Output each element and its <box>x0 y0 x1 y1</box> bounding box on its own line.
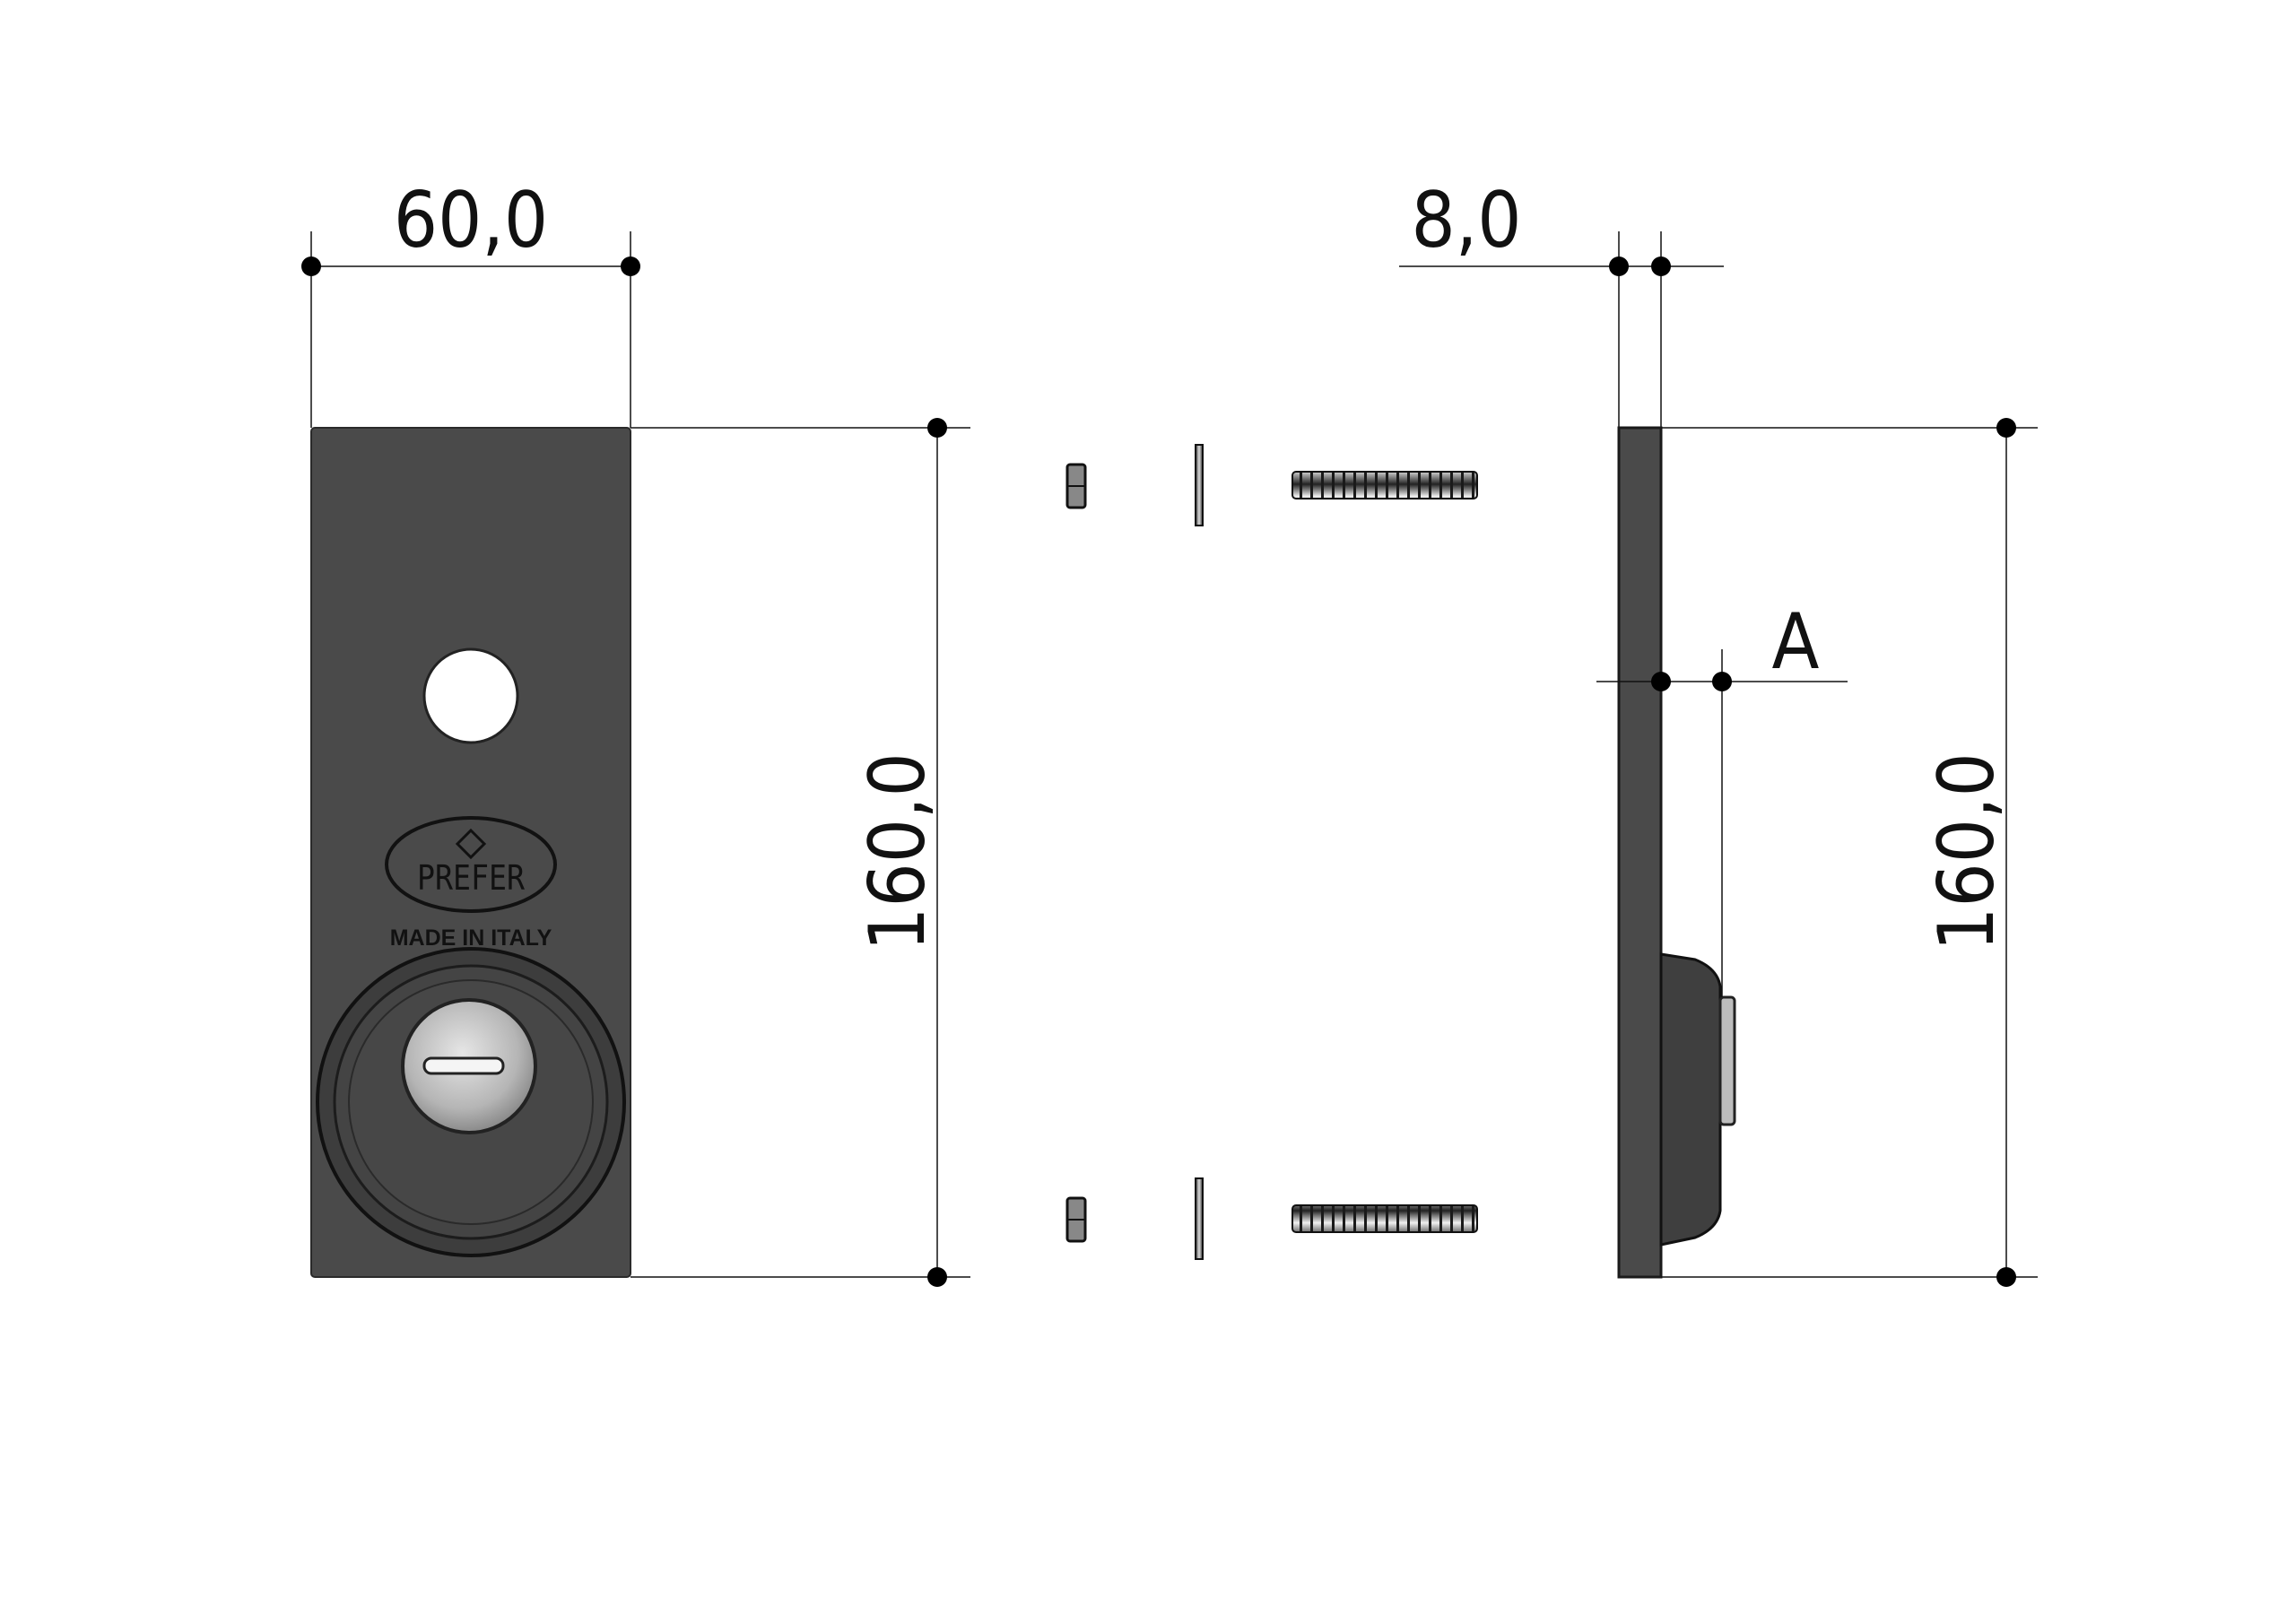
threaded-rod <box>1292 471 1478 500</box>
cylinder-projection <box>1718 995 1736 1126</box>
dimension-dot <box>1996 1267 2016 1287</box>
thickness-dimension-label: 8,0 <box>1412 176 1522 265</box>
screw-hole <box>422 647 519 744</box>
mounting-hardware-top <box>1065 444 1478 526</box>
dimension-dot <box>1651 256 1671 276</box>
cylinder-rosette <box>316 947 626 1257</box>
dimension-dot <box>301 256 321 276</box>
height-dimension-label: 160,0 <box>853 752 943 951</box>
dimension-dot <box>927 1267 947 1287</box>
front-view: 60,0 PREFER MADE IN ITALY 160,0 <box>301 176 970 1287</box>
mounting-hardware-bottom <box>1065 1177 1478 1260</box>
width-dimension-label: 60,0 <box>394 176 548 265</box>
plate-profile <box>1617 426 1663 1279</box>
keyhole-slot <box>422 1056 505 1075</box>
threaded-rod <box>1292 1204 1478 1233</box>
washer <box>1195 1177 1204 1260</box>
brand-logo-text: PREFER <box>417 858 525 898</box>
brand-logo: PREFER <box>385 816 557 913</box>
dimension-dot <box>1712 672 1732 691</box>
made-in-italy-marking: MADE IN ITALY <box>390 925 552 951</box>
dimension-dot <box>1996 418 2016 438</box>
dimension-dot <box>1651 672 1671 691</box>
side-view: 8,0 A 160,0 <box>1399 176 2038 1287</box>
washer <box>1195 444 1204 526</box>
dimension-dot <box>927 418 947 438</box>
dimension-dot <box>1609 256 1629 276</box>
dimension-dot <box>621 256 640 276</box>
rosette-profile <box>1659 952 1722 1247</box>
side-height-dimension-label: 160,0 <box>1922 752 2012 951</box>
projection-dimension-label: A <box>1772 597 1820 687</box>
